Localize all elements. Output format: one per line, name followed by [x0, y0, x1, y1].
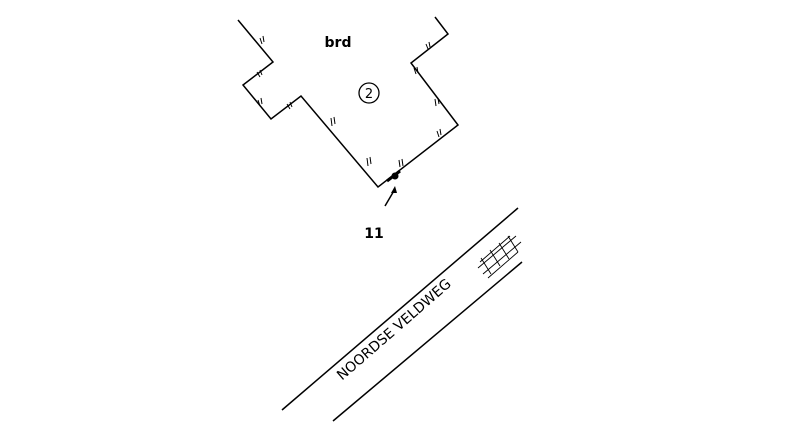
point-number-label: 11: [364, 226, 383, 242]
road-name-label: NOORDSE VELDWEG: [334, 276, 454, 384]
parcel-number-circle: [358, 82, 380, 104]
arrow-head-icon: [391, 186, 397, 193]
road-edge-south: [332, 261, 523, 422]
road-edge-north: [281, 207, 519, 411]
parcel-label: brd: [325, 35, 352, 51]
boundary-tick-marks: [256, 35, 442, 168]
hatched-area-icon: [477, 235, 522, 279]
parcel-number: 2: [365, 87, 373, 102]
